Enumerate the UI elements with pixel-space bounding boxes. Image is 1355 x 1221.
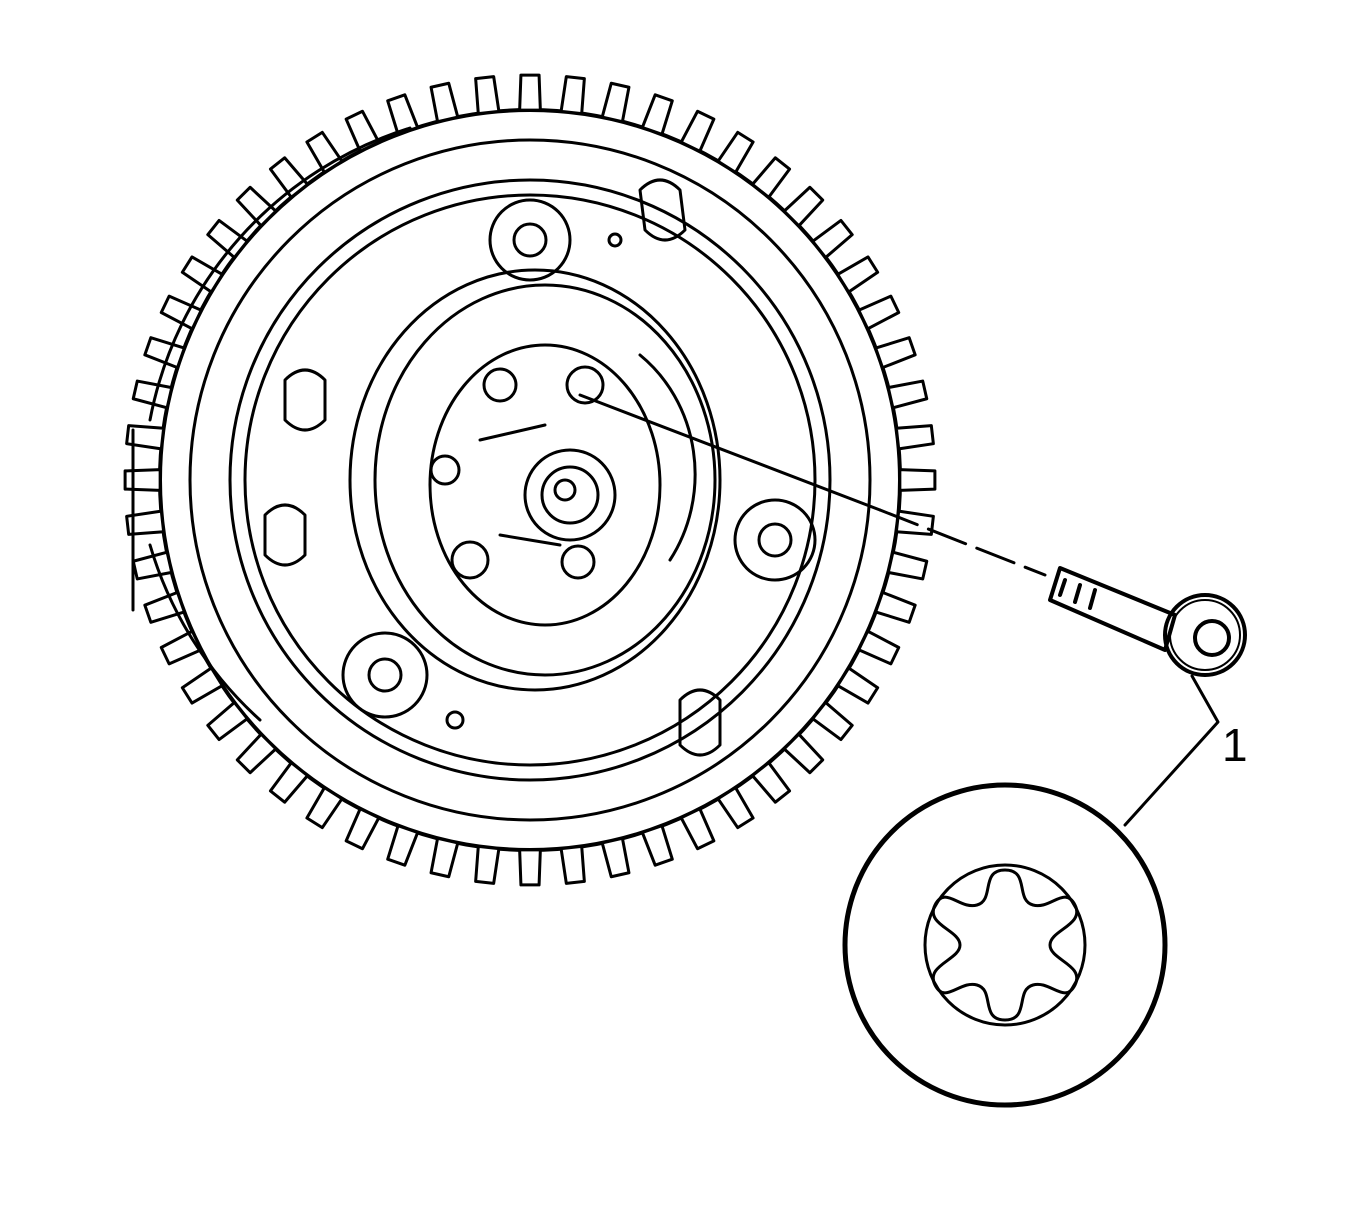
detail-circle-torx-recess (842, 782, 1168, 1108)
torx-recess-icon (931, 868, 1079, 1022)
callout-leader (1123, 674, 1220, 827)
sprocket-gear (123, 73, 937, 887)
hub-plate (228, 178, 832, 782)
callout-label-1: 1 (1222, 719, 1248, 771)
torx-bolt (578, 393, 1247, 677)
plate-torx-bolts (341, 198, 817, 719)
